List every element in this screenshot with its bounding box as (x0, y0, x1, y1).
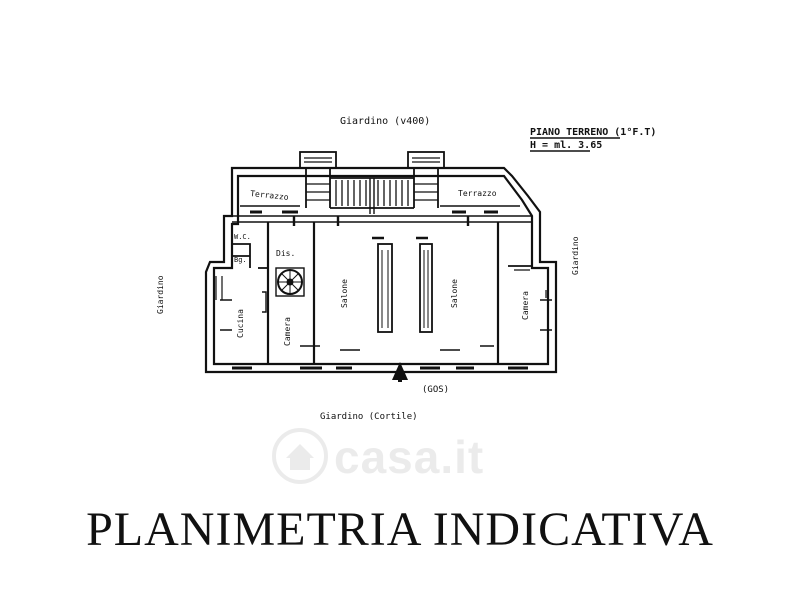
bath-label: Bg. (234, 256, 247, 264)
right-stair-head (407, 151, 445, 169)
floor-height-label: H = ml. 3.65 (530, 140, 602, 151)
inner-wall (212, 174, 550, 366)
wc-label: W.C. (234, 233, 251, 241)
north-garden-label: Giardino (v400) (340, 116, 430, 127)
floor-name-label: PIANO TERRENO (1°F.T) (530, 127, 656, 138)
north-stairs (299, 151, 445, 214)
left-stair-head (299, 151, 337, 169)
salon-right-label: Salone (450, 279, 459, 308)
interior-partitions (215, 210, 552, 370)
salon-left-label: Salone (340, 279, 349, 308)
main-wall (232, 215, 532, 223)
entrance-arrow-icon (392, 362, 408, 382)
terrace-left-label: Terrazzo (250, 189, 289, 202)
level-label: (GOS) (422, 385, 449, 395)
hall-label: Dis. (276, 249, 295, 258)
kitchen-label: Cucina (236, 309, 245, 338)
outer-wall (204, 166, 558, 374)
watermark-text: casa.it (334, 431, 485, 483)
east-garden-label: Giardino (571, 236, 580, 275)
terrace-right-label: Terrazzo (458, 189, 497, 198)
house-watermark-icon (272, 428, 328, 484)
bedroom-left-label: Camera (283, 317, 292, 346)
casa-it-watermark: casa.it (272, 428, 532, 488)
south-garden-label: Giardino (Cortile) (320, 412, 418, 422)
floor-info-underline (530, 137, 620, 152)
bedroom-right-label: Camera (521, 291, 530, 320)
center-wall-left (377, 243, 393, 333)
west-garden-label: Giardino (156, 275, 165, 314)
spiral-staircase-icon (275, 267, 305, 297)
page-title: PLANIMETRIA INDICATIVA (86, 503, 714, 556)
center-wall-right (419, 243, 433, 333)
